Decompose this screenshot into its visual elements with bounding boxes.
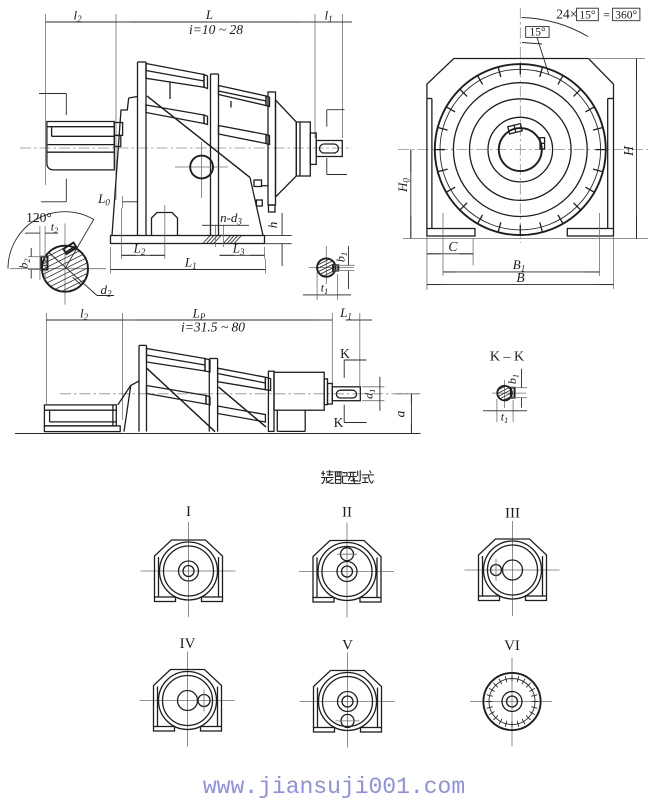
svg-text:IV: IV [180, 636, 196, 652]
svg-text:15°: 15° [529, 27, 546, 39]
svg-text:b1: b1 [505, 374, 521, 384]
svg-text:b2: b2 [17, 258, 33, 269]
svg-text:B: B [516, 270, 524, 285]
svg-text:t1: t1 [501, 410, 509, 426]
svg-text:L: L [205, 7, 213, 22]
svg-text:360°: 360° [615, 9, 637, 21]
svg-text:a: a [393, 410, 408, 417]
svg-text:d2: d2 [101, 282, 113, 299]
svg-text:=: = [603, 7, 610, 21]
svg-text:i=31.5 ~ 80: i=31.5 ~ 80 [181, 320, 245, 335]
svg-text:H: H [621, 145, 636, 157]
svg-text:i=10 ~ 28: i=10 ~ 28 [189, 22, 243, 37]
svg-text:d1: d1 [362, 389, 378, 399]
svg-text:www.jiansuji001.com: www.jiansuji001.com [203, 774, 465, 800]
svg-text:l1: l1 [324, 8, 332, 25]
svg-text:K: K [340, 346, 350, 361]
svg-text:VI: VI [504, 638, 520, 654]
svg-text:120°: 120° [26, 210, 52, 225]
svg-text:l2: l2 [73, 8, 82, 25]
svg-text:24×: 24× [556, 6, 577, 21]
svg-text:III: III [505, 506, 520, 522]
svg-text:h: h [265, 222, 280, 229]
svg-text:I: I [186, 504, 191, 520]
svg-text:II: II [342, 505, 352, 521]
svg-text:K: K [334, 415, 344, 430]
svg-text:t1: t1 [321, 281, 329, 297]
svg-text:K – K: K – K [490, 350, 524, 365]
svg-text:V: V [342, 638, 353, 654]
svg-text:t2: t2 [51, 220, 59, 236]
svg-text:15°: 15° [579, 9, 596, 21]
svg-text:C: C [448, 239, 458, 254]
svg-text:n-d3: n-d3 [220, 210, 242, 227]
svg-text:b1: b1 [334, 252, 350, 262]
svg-text:l2: l2 [80, 306, 89, 323]
